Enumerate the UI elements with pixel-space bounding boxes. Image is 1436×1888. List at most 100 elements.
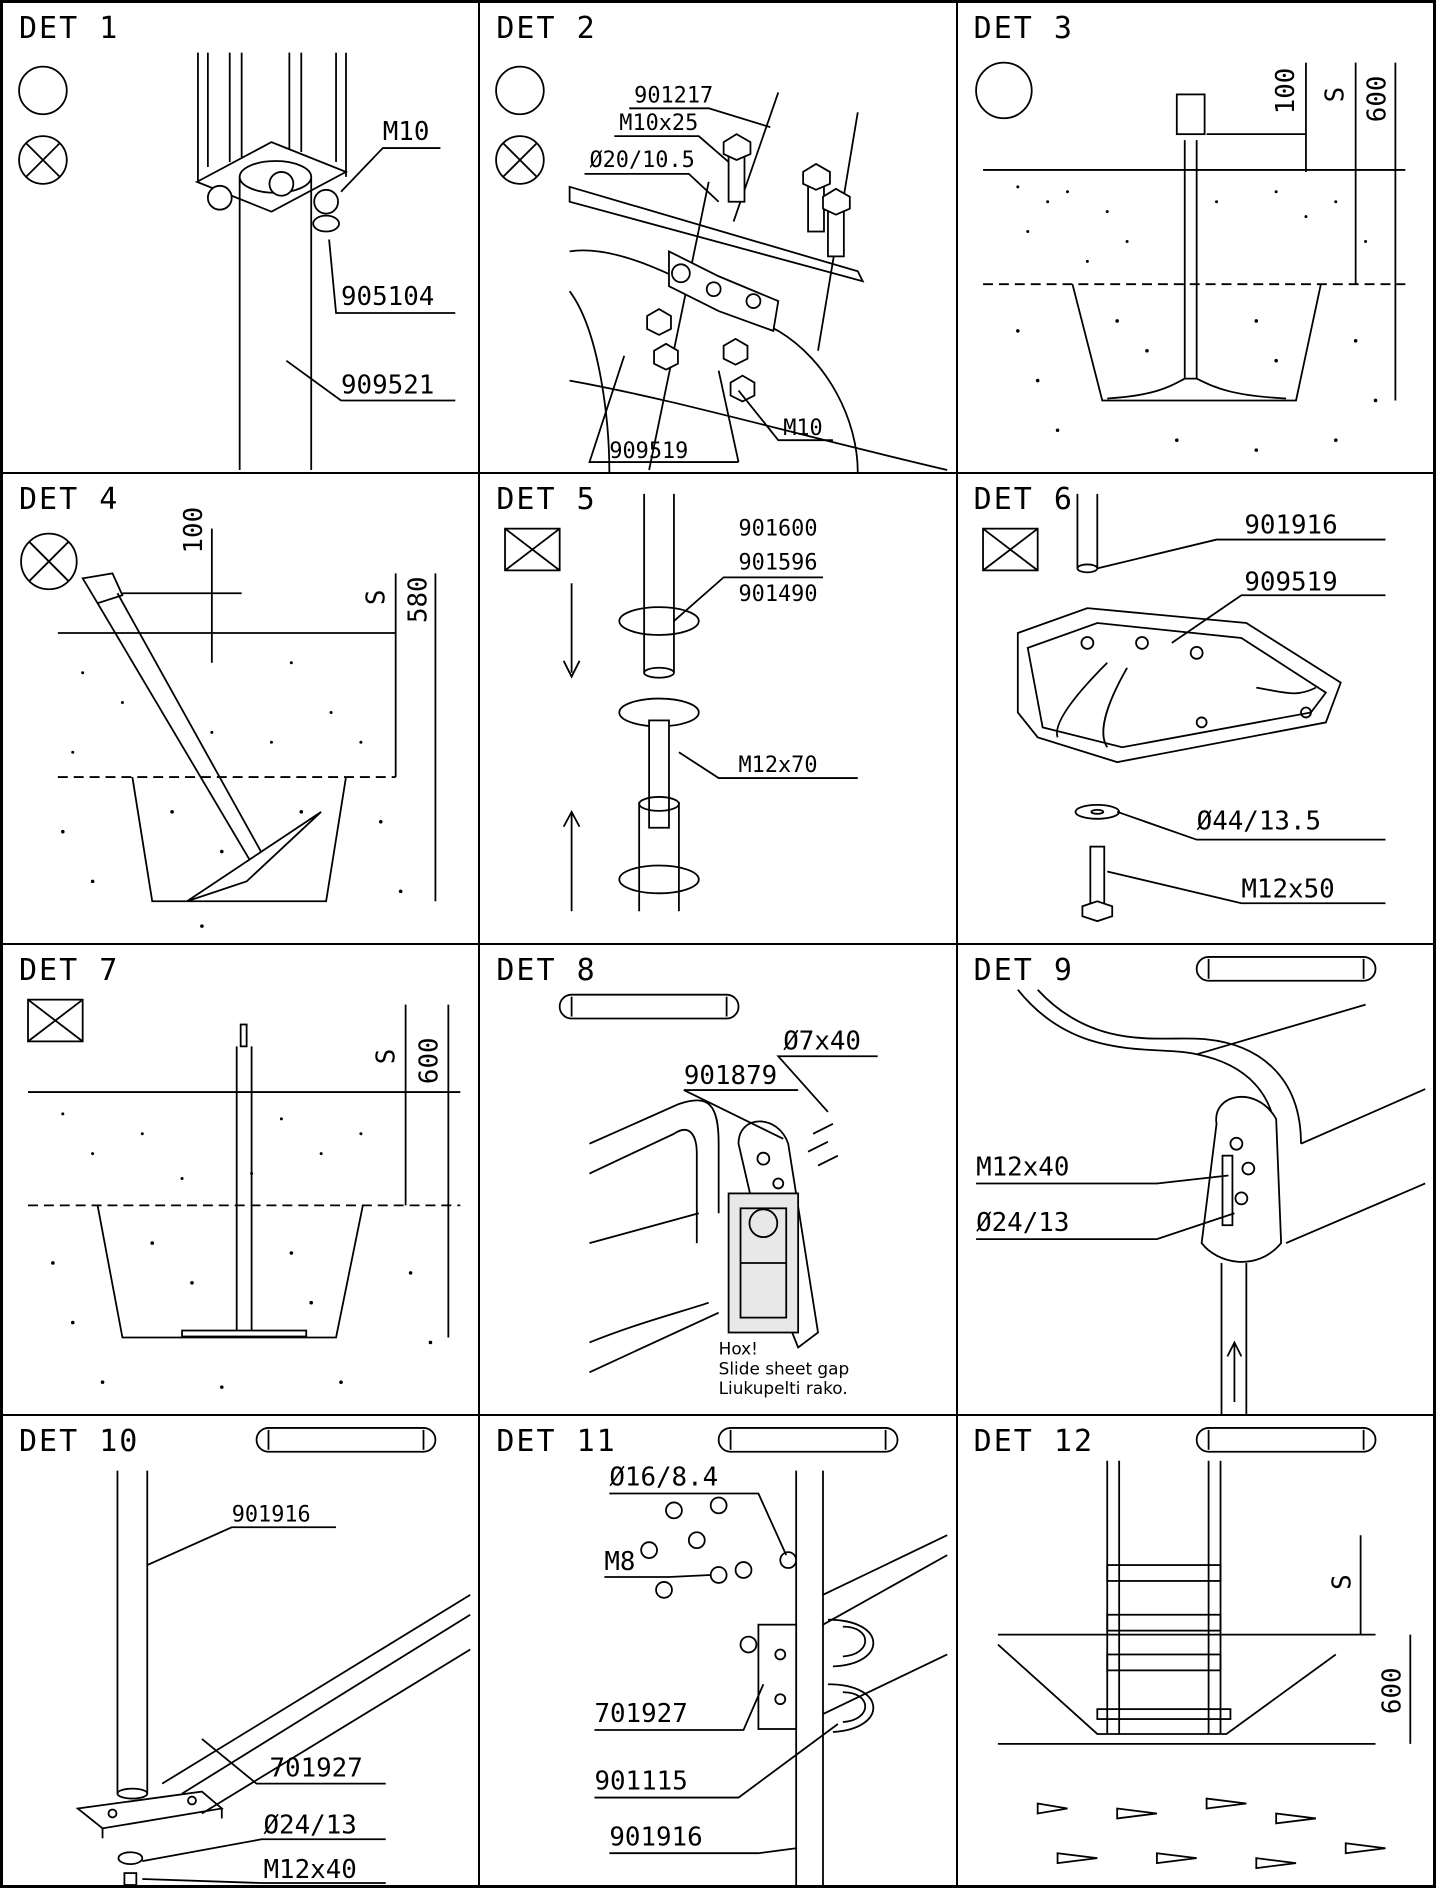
circle-symbol-icon bbox=[974, 61, 1033, 120]
panel-det-2: DET 2 bbox=[479, 2, 957, 473]
washer bbox=[1074, 803, 1120, 820]
nuts bbox=[640, 1496, 798, 1654]
label-m10: M10 bbox=[383, 117, 430, 147]
note-slide-sheet-gap: Slide sheet gap bbox=[719, 1358, 850, 1378]
crossed-square-symbol-icon bbox=[504, 527, 561, 572]
label-d20-10-5: Ø20/10.5 bbox=[590, 148, 695, 173]
circle-symbol-icon bbox=[495, 65, 545, 116]
panel-det-10: DET 10 901916 701927 Ø24/13 M12x40 bbox=[2, 1415, 480, 1886]
platform-base bbox=[1016, 607, 1342, 764]
post-and-rail bbox=[757, 1470, 948, 1885]
panel-title: DET 9 bbox=[973, 953, 1074, 988]
label-901600: 901600 bbox=[739, 517, 818, 542]
washer bbox=[117, 1851, 144, 1866]
slide-mount-plate bbox=[569, 92, 948, 472]
label-d24-13: Ø24/13 bbox=[976, 1208, 1069, 1238]
det-2-drawing: 901217 M10x25 Ø20/10.5 M10 909519 bbox=[495, 65, 948, 472]
circle-symbol-icon bbox=[18, 65, 68, 116]
tube-symbol-icon bbox=[1195, 1427, 1377, 1453]
panel-det-1: DET 1 M10 905104 909521 bbox=[2, 2, 480, 473]
ground-section bbox=[996, 1633, 1386, 1870]
label-901916: 901916 bbox=[232, 1502, 311, 1527]
panel-title: DET 8 bbox=[496, 953, 597, 988]
label-m12x40: M12x40 bbox=[264, 1855, 357, 1885]
post-embedded bbox=[1106, 93, 1286, 400]
tilted-post bbox=[81, 572, 322, 903]
label-m12x50: M12x50 bbox=[1241, 874, 1334, 904]
tube-symbol-icon bbox=[1195, 956, 1377, 982]
dim-580: 580 bbox=[403, 576, 433, 623]
tube-assembly bbox=[618, 493, 701, 912]
label-m10: M10 bbox=[784, 416, 823, 441]
label-d7x40: Ø7x40 bbox=[784, 1026, 862, 1056]
crossed-square-symbol-icon bbox=[27, 998, 84, 1043]
label-m12x70: M12x70 bbox=[739, 753, 818, 778]
end-cap bbox=[1200, 1095, 1282, 1263]
ground-section bbox=[982, 169, 1405, 452]
det-7-drawing: S 600 bbox=[27, 998, 461, 1389]
dim-s: S bbox=[372, 1049, 402, 1065]
post-and-plate bbox=[75, 1470, 471, 1839]
dim-600: 600 bbox=[414, 1037, 444, 1084]
panel-det-6: DET 6 901916 909519 Ø44/13.5 bbox=[956, 473, 1434, 944]
panel-title: DET 7 bbox=[19, 953, 120, 988]
det-9-drawing: M12x40 Ø24/13 bbox=[975, 956, 1426, 1414]
rail-bend bbox=[1016, 989, 1426, 1244]
label-m12x40: M12x40 bbox=[976, 1153, 1069, 1183]
dim-100: 100 bbox=[1271, 68, 1301, 115]
panel-title: DET 5 bbox=[496, 482, 597, 517]
dim-600: 600 bbox=[1362, 76, 1392, 123]
ladder-frame bbox=[1096, 1460, 1231, 1734]
label-901916: 901916 bbox=[610, 1822, 703, 1852]
end-cap-901879 bbox=[728, 1120, 820, 1349]
screws bbox=[808, 1123, 839, 1167]
det-3-drawing: 100 S 600 bbox=[974, 61, 1405, 452]
ground-section bbox=[57, 632, 403, 928]
panel-det-4: DET 4 100 S bbox=[2, 473, 480, 944]
tube-symbol-icon bbox=[559, 993, 740, 1020]
u-bolts bbox=[828, 1618, 875, 1733]
det-1-drawing: M10 905104 909521 bbox=[18, 52, 456, 471]
label-d24-13: Ø24/13 bbox=[264, 1810, 357, 1840]
det-4-drawing: 100 S 580 bbox=[20, 507, 437, 928]
label-d16-8-4: Ø16/8.4 bbox=[610, 1463, 719, 1493]
label-905104: 905104 bbox=[341, 282, 434, 312]
panel-title: DET 11 bbox=[496, 1424, 617, 1459]
bolts bbox=[646, 133, 852, 403]
label-901916: 901916 bbox=[1244, 511, 1337, 541]
det-12-drawing: S 600 bbox=[996, 1427, 1411, 1870]
label-909519: 909519 bbox=[610, 439, 689, 464]
panel-title: DET 6 bbox=[973, 482, 1074, 517]
label-701927: 701927 bbox=[595, 1699, 688, 1729]
label-d44-13-5: Ø44/13.5 bbox=[1196, 807, 1320, 837]
panel-det-5: DET 5 901600 901596 901490 M12x70 bbox=[479, 473, 957, 944]
panel-det-7: DET 7 S 600 bbox=[2, 944, 480, 1415]
panel-det-8: DET 8 Ø7x40 901879 bbox=[479, 944, 957, 1415]
panel-title: DET 4 bbox=[19, 482, 120, 517]
crossed-circle-symbol-icon bbox=[18, 135, 68, 185]
panel-title: DET 10 bbox=[19, 1424, 140, 1459]
label-701927: 701927 bbox=[269, 1754, 362, 1784]
label-901879: 901879 bbox=[684, 1061, 777, 1091]
post-with-bracket bbox=[194, 52, 349, 471]
tube-end bbox=[1076, 493, 1098, 574]
dim-100: 100 bbox=[179, 507, 209, 554]
crossed-circle-symbol-icon bbox=[495, 135, 545, 185]
panel-det-12: DET 12 S 600 bbox=[956, 1415, 1434, 1886]
panel-title: DET 2 bbox=[496, 11, 597, 46]
note-liukupelti-rako: Liukupelti rako. bbox=[719, 1378, 848, 1398]
panel-title: DET 1 bbox=[19, 11, 120, 46]
crossed-circle-symbol-icon bbox=[20, 532, 78, 591]
post-embedded bbox=[181, 1023, 308, 1338]
det-11-drawing: Ø16/8.4 M8 701927 901115 901916 bbox=[594, 1427, 948, 1885]
panel-title: DET 12 bbox=[973, 1424, 1095, 1459]
bolt bbox=[1081, 845, 1113, 923]
label-909521: 909521 bbox=[341, 371, 434, 401]
label-901596: 901596 bbox=[739, 550, 818, 575]
panel-det-11: DET 11 Ø16/8.4 M8 701927 bbox=[479, 1415, 957, 1886]
det-8-drawing: Ø7x40 901879 Hox! Slide sheet gap Liukup… bbox=[559, 993, 878, 1398]
label-m8: M8 bbox=[605, 1547, 636, 1577]
tube-symbol-icon bbox=[718, 1427, 899, 1453]
panel-det-9: DET 9 M12x40 Ø24/13 bbox=[956, 944, 1434, 1415]
